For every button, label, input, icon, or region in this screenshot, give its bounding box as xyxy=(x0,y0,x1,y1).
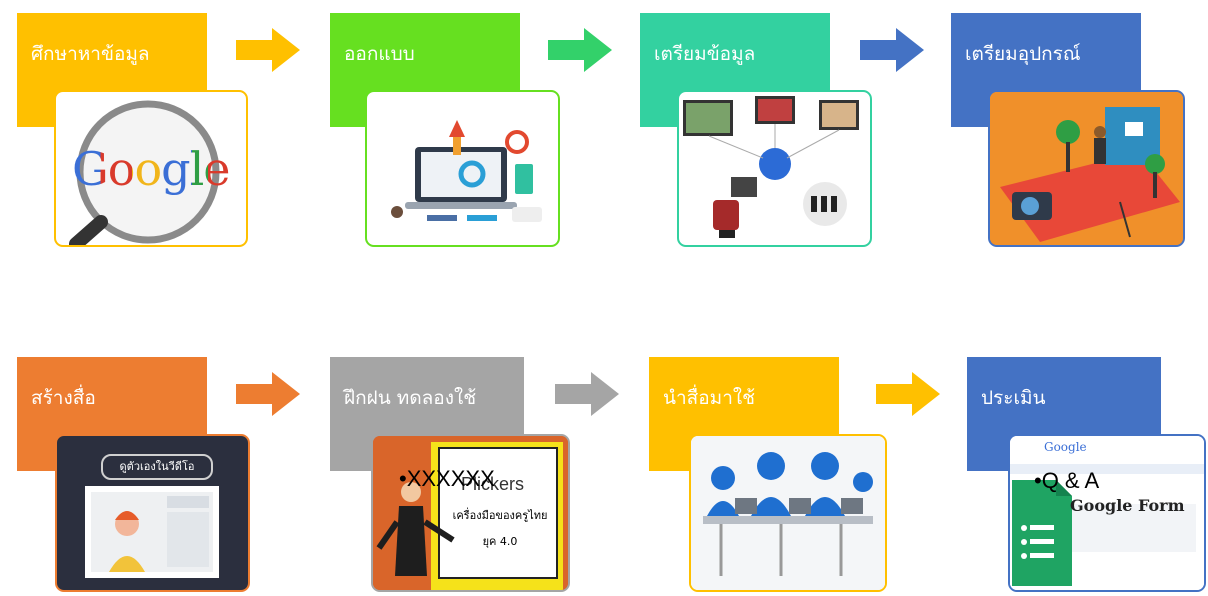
arrow-shape xyxy=(876,372,940,416)
video-studio-icon xyxy=(990,92,1183,245)
step-image-video-self-view: ดูตัวเองในวีดีโอ xyxy=(55,434,250,592)
arrow-shape xyxy=(555,372,619,416)
arrow-right-icon xyxy=(876,372,940,416)
step-image-network-computers xyxy=(677,90,872,247)
video-caption: ดูตัวเองในวีดีโอ xyxy=(119,460,195,473)
arrow-shape xyxy=(860,28,924,72)
step-label: ฝึกฝน ทดลองใช้ xyxy=(344,387,477,409)
step-label: สร้างสื่อ xyxy=(31,387,96,409)
step-image-design-laptop xyxy=(365,90,560,247)
google-logo-text: Google xyxy=(72,142,231,196)
bullet-dot: • xyxy=(1034,468,1042,493)
step-label: เตรียมอุปกรณ์ xyxy=(965,43,1081,65)
arrow-shape xyxy=(236,372,300,416)
qa-bullet: Q & A xyxy=(1041,468,1100,493)
step-label: ประเมิน xyxy=(981,387,1046,409)
arrow-shape xyxy=(236,28,300,72)
step-label: นำสื่อมาใช้ xyxy=(663,387,756,409)
qa-bullet-line: •Q & A xyxy=(1034,468,1099,494)
plickers-line2: ยุค 4.0 xyxy=(482,535,518,548)
google-forms-icon xyxy=(1010,436,1204,590)
arrow-shape xyxy=(548,28,612,72)
step-image-video-studio xyxy=(988,90,1185,247)
placeholder-bullet-line: •XXXXXX xyxy=(399,466,495,492)
arrow-right-icon xyxy=(548,28,612,72)
google-form-text: Google Form xyxy=(1070,496,1185,515)
magnifier-icon xyxy=(69,100,220,245)
google-small-text: Google xyxy=(1044,440,1087,454)
step-label: เตรียมข้อมูล xyxy=(654,43,756,65)
design-laptop-icon xyxy=(391,120,542,222)
plickers-title: Plickers xyxy=(461,474,525,494)
step-image-google-form: Google Google Form •Q & A xyxy=(1008,434,1206,592)
arrow-right-icon xyxy=(236,28,300,72)
placeholder-bullet: XXXXXX xyxy=(406,466,495,491)
arrow-right-icon xyxy=(555,372,619,416)
network-computers-icon xyxy=(683,96,859,238)
step-image-classroom-computers xyxy=(689,434,887,592)
arrow-right-icon xyxy=(236,372,300,416)
presentation-board-icon xyxy=(373,436,568,590)
step-image-google-search: Google xyxy=(54,90,248,247)
monitor-icon xyxy=(85,486,219,578)
step-label: ศึกษาหาข้อมูล xyxy=(31,43,150,65)
video-caption-pill: ดูตัวเองในวีดีโอ xyxy=(101,454,213,480)
step-image-presentation-teacher: Plickers เครื่องมือของครูไทย ยุค 4.0 •XX… xyxy=(371,434,570,592)
step-label: ออกแบบ xyxy=(344,43,415,65)
plickers-line1: เครื่องมือของครูไทย xyxy=(452,509,548,522)
arrow-right-icon xyxy=(860,28,924,72)
bullet-dot: • xyxy=(399,466,407,491)
classroom-icon xyxy=(691,436,885,590)
